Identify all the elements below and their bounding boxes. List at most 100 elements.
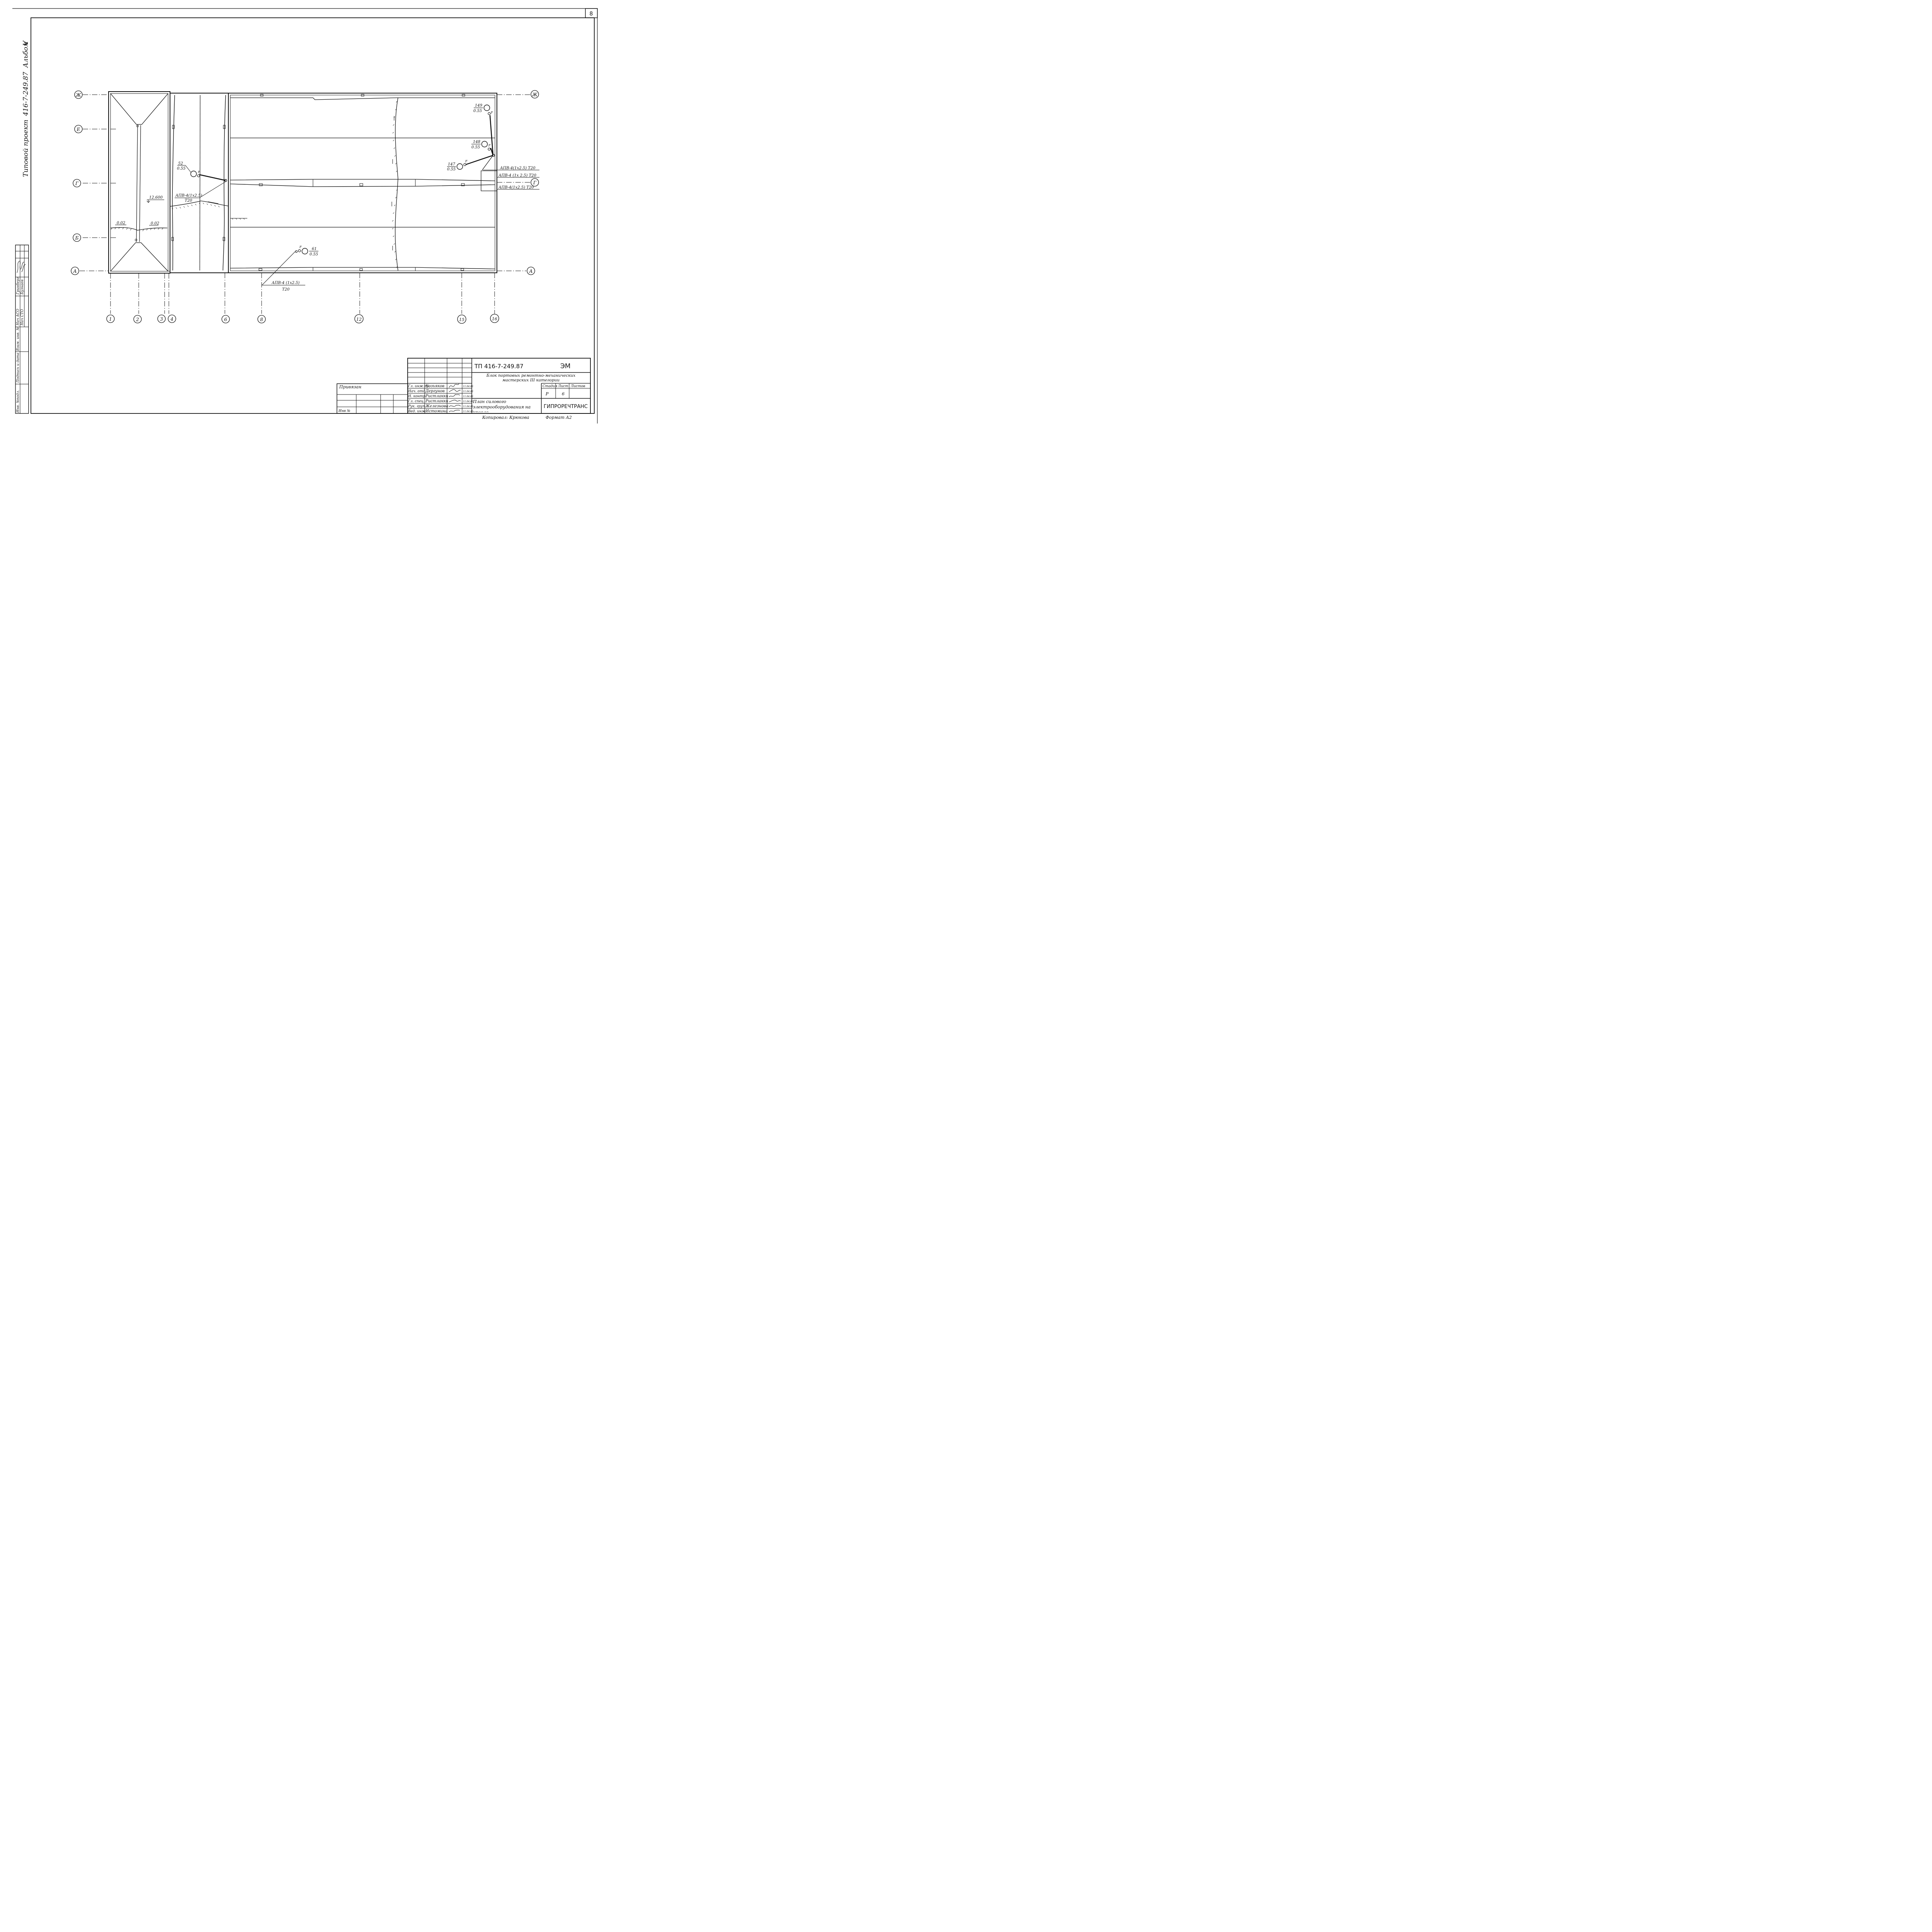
margin-album-no: V — [22, 40, 30, 46]
organization-name: ГИПРОРЕЧТРАНС — [544, 404, 588, 410]
axis-marker-right-a — [527, 267, 535, 275]
sheet-frame: 8 — [12, 8, 598, 423]
cable-note-east-3: АПВ-4(1х2.5) Т20 — [498, 185, 534, 190]
fixture-no: 61 — [312, 247, 317, 251]
signature-scribbles — [449, 383, 461, 412]
side-inv-orig: Инв. №подл. — [16, 390, 20, 413]
stage-label: Стадия — [543, 384, 557, 388]
side-replaced-inv: Взам. инв. № — [16, 327, 20, 351]
project-title: Блок портовых ремонтно-механических маст… — [486, 373, 576, 383]
axis-marker-row-zh — [74, 90, 83, 99]
axis-label-right-g: Г — [533, 180, 537, 185]
axis-label-row-e: Е — [77, 127, 80, 132]
cable-note-west: АПВ-4(1х2.5) — [175, 194, 202, 198]
axis-label-col-4: 4 — [170, 316, 173, 322]
axis-marker-col-6 — [221, 315, 230, 323]
axis-label-col-6: 6 — [224, 317, 227, 322]
axis-label-row-zh: Ж — [75, 92, 81, 98]
cable-note-east-2: АПВ-4 (1х 2.5) Т20 — [498, 173, 537, 178]
axis-label-row-a: А — [73, 269, 77, 274]
role-6: Вед. инж. — [408, 410, 427, 413]
axis-label-right-zh: Ж — [532, 92, 537, 97]
axis-label-col-15: 15 — [459, 317, 464, 322]
building-plan — [108, 91, 497, 274]
fixture-149: 149 0.55 F — [473, 104, 493, 115]
elevation-note: 12.600 — [149, 196, 163, 200]
copied-by: Копировал: Крюкова — [482, 415, 529, 420]
sheets-label: Листов — [570, 384, 585, 388]
fixture-148: 148 0.55 F — [471, 140, 491, 151]
fixture-52: 52 0.55 F — [177, 162, 200, 177]
margin-album: Альбом — [22, 41, 30, 68]
axis-lines — [80, 94, 530, 314]
side-head-sto: Нач СТО — [20, 309, 24, 326]
fixtures: 52 0.55 F 61 0.55 F 149 0.55 F 148 0.55 — [177, 104, 493, 257]
side-stamp: Инв. №подл. Подпись и дата Взам. инв. № … — [15, 245, 29, 414]
sheet-format: Формат А2 — [546, 415, 572, 420]
doc-code: ТП 416-7-249.87 — [474, 363, 524, 370]
sheet-number: 8 — [590, 11, 593, 17]
axis-label-col-8: 8 — [260, 317, 263, 322]
side-name1: Гринберг — [16, 277, 20, 295]
fixture-power: 0.55 — [310, 252, 318, 257]
axis-label-col-16: 16 — [492, 316, 497, 321]
slope-note-1: 0.02 — [117, 221, 125, 225]
date-1: 11.04.86 — [463, 385, 473, 388]
fixture-power: 0.55 — [177, 167, 185, 171]
fixture-mark: F — [488, 144, 491, 147]
axis-marker-col-8 — [257, 315, 266, 323]
axis-marker-row-b — [73, 233, 81, 242]
fixture-mark: F — [465, 160, 468, 163]
sheet-title: План силового электрооборудования на кро… — [473, 399, 531, 412]
name-1: Козьяков — [425, 384, 444, 388]
axis-label-row-g: Г — [75, 181, 79, 186]
title-block: Привязан Инв № Гл. инж.пр. Нач. отд. Н. … — [337, 358, 591, 420]
pipe-note-bottom: Т20 — [282, 287, 290, 292]
axis-label-col-2: 2 — [136, 317, 139, 322]
axis-marker-col-4 — [168, 315, 176, 323]
role-3: Н. контр. — [408, 395, 427, 398]
axis-marker-right-zh — [531, 90, 539, 99]
pipe-note-west: Т20 — [185, 199, 192, 203]
axis-marker-row-a — [71, 267, 79, 275]
fixture-power: 0.55 — [471, 145, 480, 150]
fixture-power: 0.55 — [473, 109, 482, 113]
axis-marker-row-e — [74, 125, 83, 133]
role-5: Рук. груп. — [408, 405, 426, 408]
side-signature — [17, 261, 26, 273]
fixture-mark: F — [299, 245, 302, 249]
axis-label-col-1: 1 — [109, 316, 112, 322]
role-2: Нач. отд. — [408, 389, 426, 393]
name-4: Ристлакки — [425, 399, 448, 403]
margin-title: Типовой проект 416-7-249.87 Альбом V — [22, 40, 30, 177]
column-axis-markers: 1 2 3 4 6 8 12 15 16 — [106, 314, 499, 324]
date-2: 11.04.86 — [463, 390, 473, 393]
axis-marker-col-2 — [133, 315, 142, 323]
fixture-no: 52 — [178, 162, 183, 166]
slope-note-2: 0.02 — [151, 221, 159, 226]
date-6: 11.04.86 — [463, 410, 473, 413]
name-6: Истомина — [425, 409, 447, 413]
doc-mark: ЭМ — [560, 362, 571, 370]
date-4: 11.04.86 — [463, 400, 473, 403]
date-5: 11.04.86 — [463, 405, 473, 408]
axis-marker-col-3 — [157, 315, 166, 323]
inv-no-label: Инв № — [338, 409, 350, 413]
axis-marker-row-g — [73, 179, 81, 187]
fixture-no: 149 — [475, 104, 483, 108]
row-axis-markers: Ж Е Г Б А Ж Г А — [71, 90, 539, 275]
fixture-mark: F — [490, 111, 493, 114]
axis-marker-col-12 — [354, 314, 364, 323]
fixture-mark: F — [197, 170, 200, 174]
axis-label-col-3: 3 — [160, 316, 163, 322]
margin-project-code: 416-7-249.87 — [22, 72, 30, 116]
fixture-no: 148 — [473, 140, 480, 144]
drawing-sheet: 8 Типовой проект 416-7-249.87 Альбом V И… — [0, 0, 606, 432]
sheet-value: 6 — [562, 391, 565, 396]
name-2: Дергунов — [425, 389, 445, 393]
margin-project-prefix: Типовой проект — [22, 120, 30, 177]
cable-note-bottom: АПВ-4 (1х2.5) — [271, 281, 299, 285]
axis-marker-col-16 — [490, 314, 499, 323]
name-3: Ристлакки — [425, 394, 448, 398]
role-1: Гл. инж.пр. — [408, 384, 430, 388]
